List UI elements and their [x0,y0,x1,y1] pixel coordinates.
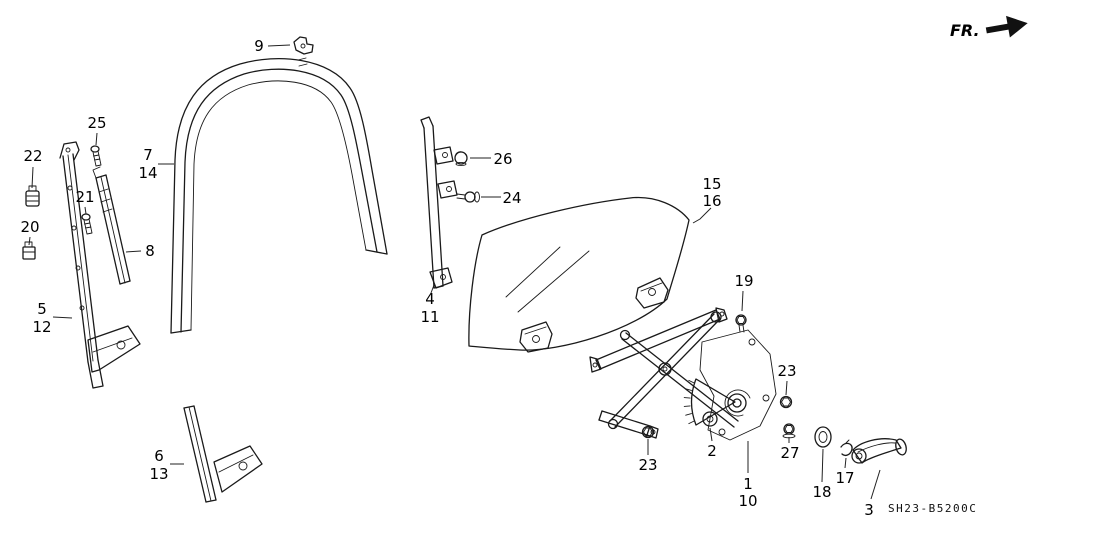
bolt-19 [735,314,747,333]
callout-27: 27 [780,444,799,462]
callout-17: 17 [835,469,854,487]
callout-18: 18 [812,483,831,501]
callout-24: 24 [502,189,521,207]
door-glass-15-16 [468,196,690,353]
callout-22: 22 [23,147,42,165]
run-channel-7-14 [170,57,388,334]
callout-11: 11 [420,308,439,326]
glass-bracket-front [519,321,553,353]
callout-6: 6 [154,447,164,465]
escutcheon-18 [814,426,832,448]
fr-direction-arrow: FR. [950,15,1028,40]
bolt-26 [454,151,468,167]
callout-labels: 9 25 22 21 20 7 14 8 5 12 6 13 4 11 26 2… [20,37,873,519]
handle-clip-17 [840,439,853,456]
callout-5: 5 [37,300,47,318]
callout-13: 13 [149,465,168,483]
bolt-24 [456,191,480,203]
callout-9: 9 [254,37,264,55]
bolt-23-right [779,395,793,409]
diagram-code: SH23-B5200C [888,502,977,515]
lower-sash-6-13 [183,405,263,503]
rear-sash-4-11 [420,116,458,289]
grommet-22 [25,185,40,207]
callout-26: 26 [493,150,512,168]
regulator-handle-3 [851,438,907,464]
callout-4: 4 [425,290,435,308]
callout-10: 10 [738,492,757,510]
callout-23-right: 23 [777,362,796,380]
clip-20 [22,241,36,260]
callout-15: 15 [702,175,721,193]
callout-19: 19 [734,272,753,290]
glass-bracket-rear [635,277,669,309]
clip-9 [293,36,314,55]
callout-20: 20 [20,218,39,236]
callout-3: 3 [864,501,874,519]
screw-25 [90,145,102,167]
callout-25: 25 [87,114,106,132]
regulator-1-10 [589,307,777,441]
glass-run-strip-8 [92,166,131,285]
roller-2 [702,411,718,427]
bolt-27 [782,423,796,439]
callout-16: 16 [702,192,721,210]
callout-23-left: 23 [638,456,657,474]
front-sash-5-12 [59,141,141,389]
fr-arrow-icon [985,15,1028,38]
callout-1: 1 [743,475,753,493]
callout-14: 14 [138,164,157,182]
callout-21: 21 [75,188,94,206]
fr-label: FR. [950,21,980,40]
callout-8: 8 [145,242,155,260]
bolt-23-left [641,425,655,439]
callout-7: 7 [143,146,153,164]
leader-lines [28,44,881,500]
callout-2: 2 [707,442,717,460]
screw-21 [81,213,93,235]
callout-12: 12 [32,318,51,336]
